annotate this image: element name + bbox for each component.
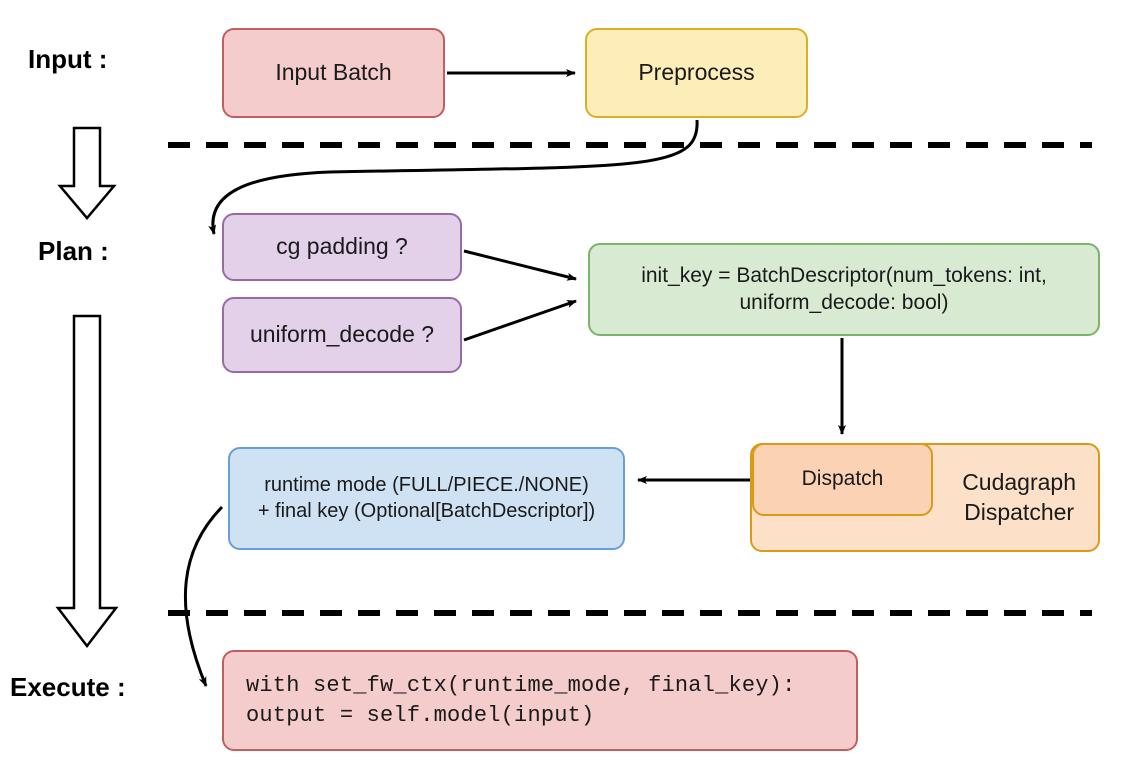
stage-label-input: Input : [28,44,108,74]
stage-block-arrow-plan-to-execute [55,314,119,649]
node-preprocess-label: Preprocess [638,59,755,86]
node-dispatch-label: Dispatch [801,467,884,491]
node-init-key[interactable]: init_key = BatchDescriptor(num_tokens: i… [588,243,1100,336]
node-cudagraph-dispatcher-label: Cudagraph Dispatcher [962,469,1076,525]
node-cg-padding[interactable]: cg padding ? [222,213,462,281]
node-uniform-decode[interactable]: uniform_decode ? [222,297,462,373]
node-runtime-mode-label: runtime mode (FULL/PIECE./NONE) + final … [257,473,596,522]
node-cg-padding-label: cg padding ? [276,233,408,260]
node-input-batch-label: Input Batch [275,59,392,86]
node-execute-code-label: with set_fw_ctx(runtime_mode, final_key)… [246,673,796,728]
stage-label-plan: Plan : [38,236,109,266]
node-execute-code[interactable]: with set_fw_ctx(runtime_mode, final_key)… [222,650,858,751]
node-init-key-label: init_key = BatchDescriptor(num_tokens: i… [641,263,1047,314]
node-dispatch[interactable]: Dispatch [752,443,933,516]
connector-uniform-decode-to-init-key [463,299,577,342]
stage-label-execute: Execute : [10,672,126,702]
stage-block-arrow-input-to-plan [57,126,117,220]
node-uniform-decode-label: uniform_decode ? [249,321,435,348]
node-runtime-mode[interactable]: runtime mode (FULL/PIECE./NONE) + final … [228,447,625,550]
node-input-batch[interactable]: Input Batch [222,28,445,118]
connector-cg-padding-to-init-key [463,249,577,281]
node-preprocess[interactable]: Preprocess [585,28,808,118]
connector-runtime-mode-to-execute-code [183,505,224,687]
